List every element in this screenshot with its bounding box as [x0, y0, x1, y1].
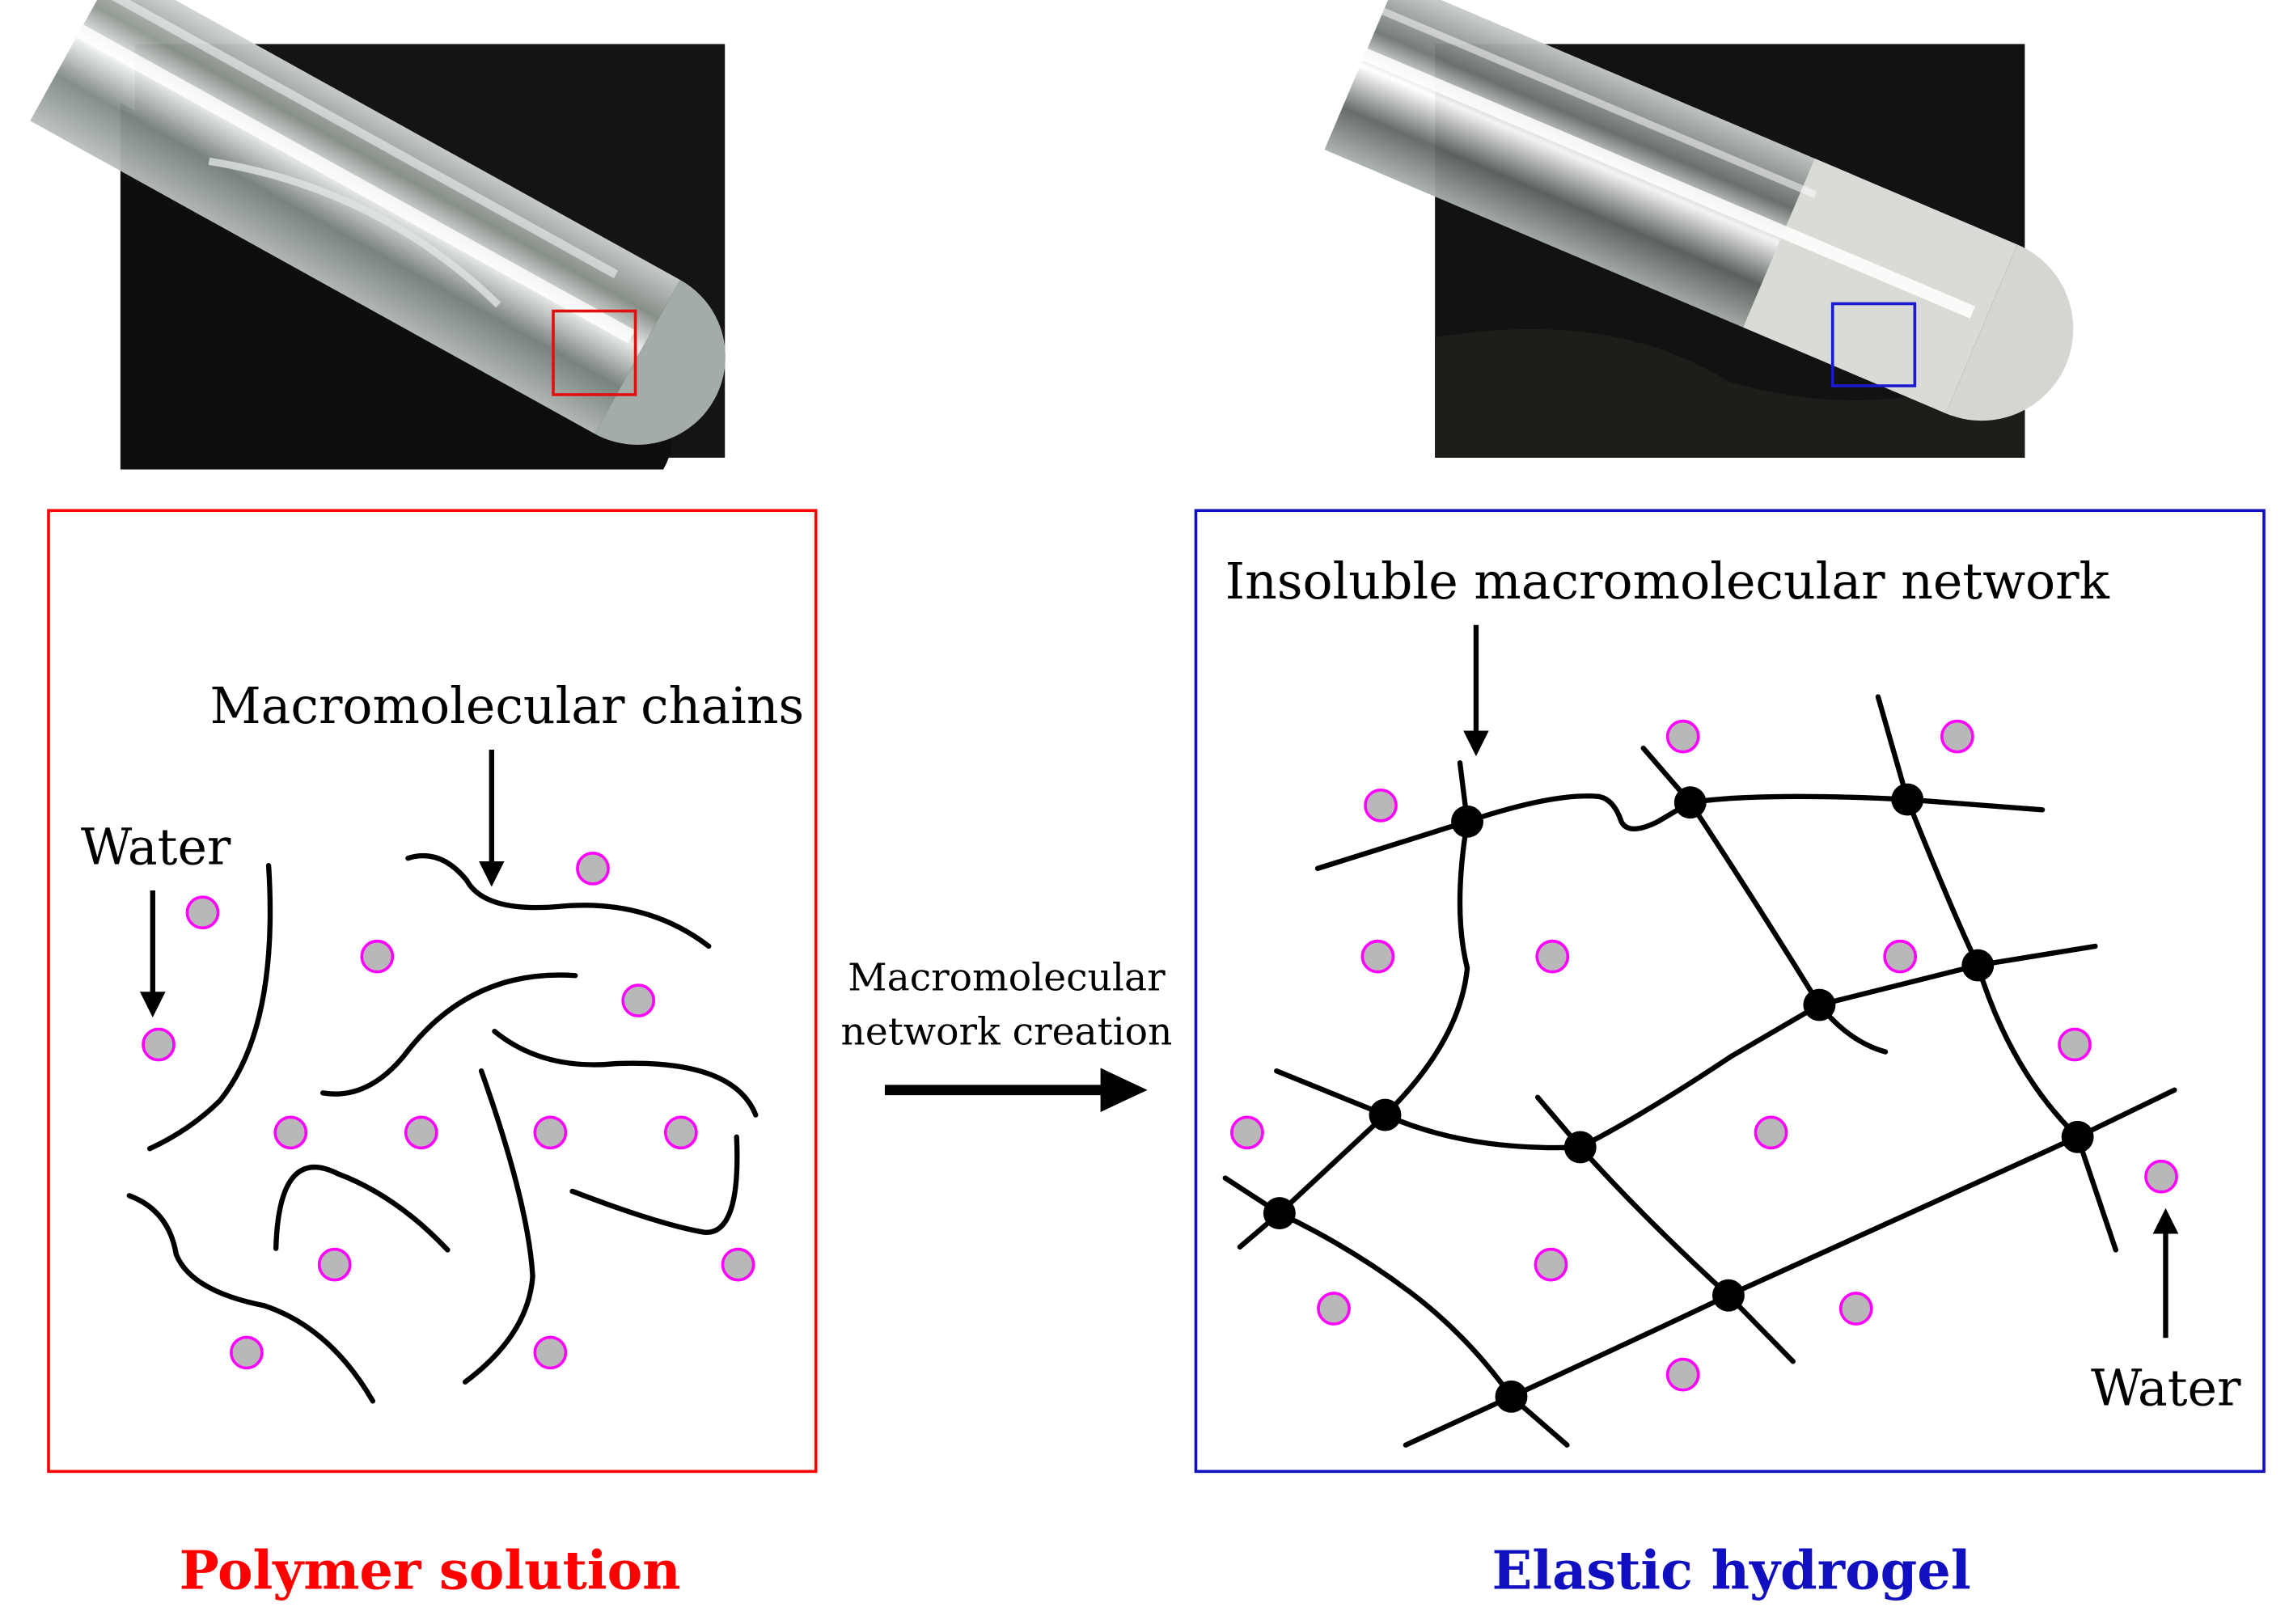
water-molecule: [2058, 1027, 2092, 1062]
crosslink-node: [1495, 1380, 1528, 1413]
water-molecule: [230, 1335, 264, 1370]
polymer-solution-caption: Polymer solution: [180, 1540, 681, 1601]
water-molecule: [1360, 939, 1395, 974]
crosslink-node: [2061, 1120, 2094, 1153]
polymer-chain: [569, 1134, 740, 1235]
water-molecule: [721, 1247, 755, 1282]
water-molecules-left: [142, 851, 755, 1370]
network-label: Insoluble macromolecular network: [1225, 552, 2110, 611]
water-molecule: [1940, 719, 1974, 754]
crosslink-node: [1891, 783, 1924, 816]
water-molecule: [1230, 1115, 1264, 1150]
water-molecule: [1754, 1115, 1788, 1150]
water-molecule: [185, 895, 220, 930]
water-molecule: [1665, 1357, 1700, 1392]
hydrogel-network: [1222, 694, 2177, 1448]
crosslink-node: [1563, 1131, 1597, 1164]
water-molecule: [663, 1115, 698, 1150]
water-molecule: [273, 1115, 308, 1150]
water-molecule: [404, 1115, 438, 1150]
water-molecule: [533, 1115, 568, 1150]
water-molecule: [576, 851, 610, 886]
crosslink-node: [1263, 1197, 1296, 1230]
polymer-chain: [320, 972, 578, 1097]
water-molecule: [317, 1247, 352, 1282]
zoom-box-red: [552, 309, 637, 396]
photo-polymer-solution-tube: [30, 0, 726, 470]
polymer-solution-frame: [47, 509, 818, 1474]
water-molecule: [1534, 1247, 1568, 1282]
elastic-hydrogel-frame: [1194, 509, 2266, 1474]
crosslink-node: [1803, 988, 1836, 1021]
crosslink-node: [1673, 786, 1707, 819]
crosslink-node: [1369, 1098, 1402, 1131]
water-molecule: [1535, 939, 1570, 974]
polymer-chain: [405, 852, 712, 949]
water-molecule: [1838, 1292, 1873, 1326]
polymer-chain: [273, 1164, 451, 1253]
water-molecule: [1665, 719, 1700, 754]
process-label-line1: Macromolecular: [848, 955, 1166, 1000]
water-label-right: Water: [2091, 1360, 2241, 1418]
polymer-chain: [492, 1029, 759, 1118]
crosslink-node: [1451, 805, 1484, 838]
polymer-chains: [126, 852, 759, 1404]
water-molecule: [360, 939, 395, 974]
water-molecule: [1364, 788, 1398, 823]
water-molecule: [1317, 1292, 1351, 1326]
photo-elastic-hydrogel-tube: [1324, 0, 2074, 458]
crosslink-node: [1711, 1279, 1745, 1312]
polymer-chain: [146, 863, 273, 1152]
elastic-hydrogel-caption: Elastic hydrogel: [1491, 1540, 1970, 1601]
polymer-chain: [126, 1193, 376, 1404]
crosslink-node: [1961, 949, 1995, 982]
water-molecule: [2144, 1159, 2178, 1194]
water-molecule: [142, 1027, 176, 1062]
polymer-chain: [462, 1068, 535, 1385]
water-molecules-right: [1230, 719, 2178, 1392]
water-molecule: [1883, 939, 1918, 974]
water-label-left: Water: [81, 818, 231, 876]
water-molecule: [533, 1335, 568, 1370]
zoom-box-blue: [1830, 302, 1917, 387]
macromolecular-chains-label: Macromolecular chains: [210, 677, 805, 735]
process-arrow: [884, 1068, 1148, 1112]
crosslinks: [1263, 783, 2094, 1413]
water-molecule: [621, 983, 656, 1017]
process-label-line2: network creation: [841, 1010, 1173, 1055]
